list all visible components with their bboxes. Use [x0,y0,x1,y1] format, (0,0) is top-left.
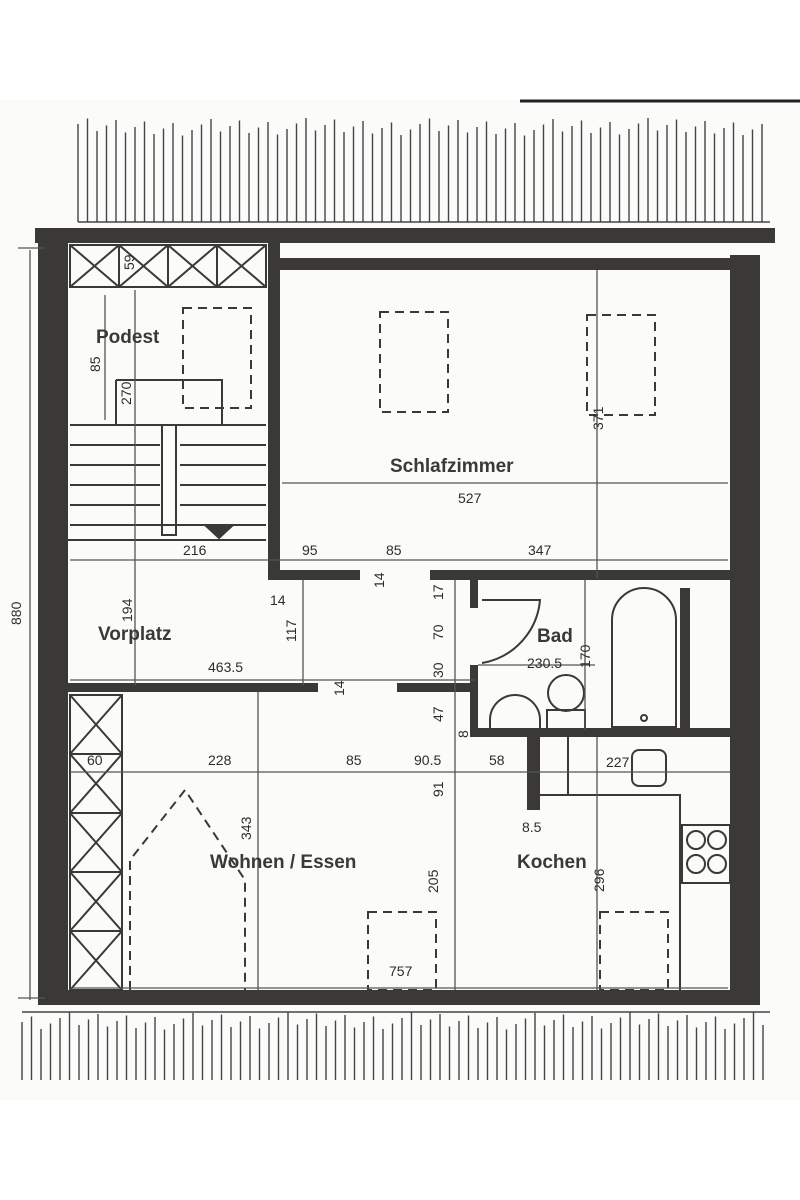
room-label-schlafzimmer: Schlafzimmer [390,456,514,477]
room-label-wohnen-essen: Wohnen / Essen [210,852,356,873]
dimension-lines [18,247,730,1000]
dim-label: 170 [577,644,593,668]
dim-label: 14 [331,680,347,696]
stove [681,824,731,884]
stair-direction-arrow-icon [202,524,236,540]
dim-label: 205 [425,869,441,893]
dim-label: 880 [8,601,24,625]
dim-label: 527 [458,490,482,506]
dim-label: 90.5 [414,752,441,768]
dim-label: 14 [371,572,387,588]
room-label-bad: Bad [537,626,573,647]
bathtub [611,587,677,728]
dim-label: 371 [590,406,606,430]
dim-label: 17 [430,584,446,600]
dim-label: 30 [430,662,446,678]
dim-label: 85 [386,542,402,558]
room-label-vorplatz: Vorplatz [98,624,172,645]
dim-label: 194 [119,598,135,622]
dim-label: 228 [208,752,232,768]
dim-label: 216 [183,542,207,558]
dim-label: 59 [121,254,137,270]
dim-label: 14 [270,592,286,608]
fridge [631,749,667,787]
dimension-labels: 59 85 270 880 527 371 216 95 85 347 14 1… [8,254,630,979]
roof-hatching-bottom [21,1011,770,1080]
dim-label: 8.5 [522,819,542,835]
dim-label: 85 [346,752,362,768]
dim-label: 757 [389,963,413,979]
room-label-kochen: Kochen [517,852,587,873]
dim-label: 70 [430,624,446,640]
dim-label: 8 [455,730,471,738]
stair-cross-hatch [69,244,267,991]
skylights [129,307,669,991]
dim-label: 47 [430,706,446,722]
walls [35,228,775,1005]
door-swing [481,599,542,664]
dim-label: 58 [489,752,505,768]
staircase [68,379,266,541]
dim-label: 95 [302,542,318,558]
bathroom-fixtures [481,587,731,990]
sink [489,694,541,731]
dim-label: 270 [118,381,134,405]
dim-label: 463.5 [208,659,243,675]
dim-label: 60 [87,752,103,768]
dim-label: 91 [430,781,446,797]
dim-label: 343 [238,816,254,840]
dim-label: 347 [528,542,552,558]
roof-hatching-top [77,118,770,223]
dim-label: 117 [283,619,299,642]
room-label-podest: Podest [96,327,160,348]
dim-label: 227 [606,754,630,770]
dim-label: 85 [87,356,103,372]
dim-label: 230.5 [527,655,562,671]
dim-label: 296 [591,868,607,892]
